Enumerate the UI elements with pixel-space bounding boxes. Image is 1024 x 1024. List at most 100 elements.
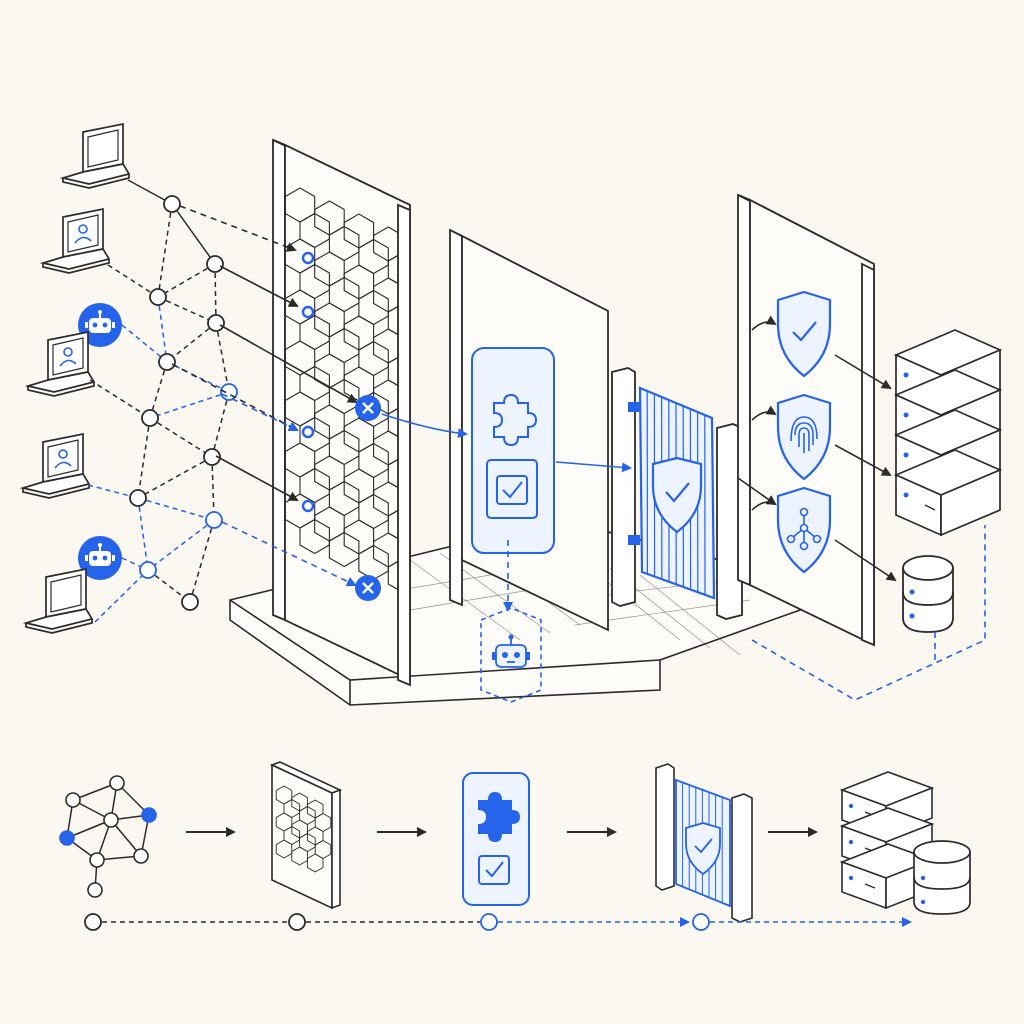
hexagon-cell [373,481,398,517]
mesh-edge [166,361,230,393]
source-link [121,324,168,363]
mesh-edge [215,322,230,393]
hexagon-wall-icon [269,761,343,910]
mesh-edge [211,391,230,458]
mesh-edge [214,263,217,324]
rejected-bot [480,607,542,703]
mesh-edge [189,519,215,603]
flow-arrow [221,393,299,432]
mesh-node [149,288,167,306]
mesh-node [206,255,224,273]
hexagon-cell [373,277,398,313]
mesh-edge [149,391,230,419]
entry-point [301,499,315,513]
hexagon-mesh [285,187,447,594]
mesh-node [163,195,181,213]
mesh-edge [171,203,216,265]
mesh-node [129,489,147,507]
hexagon-cell [387,557,398,594]
puzzle-icon [493,393,538,447]
pass-arrow [555,461,632,473]
mesh-node [207,314,225,332]
mesh-edge [157,203,173,298]
mesh-edge [157,263,216,298]
entry-point [301,305,315,319]
puzzle-check-icon [462,772,530,906]
source-link [94,569,149,623]
source-link [107,264,159,298]
shield-gate-icon [655,763,753,923]
flow-arrows [171,205,986,701]
flow-arrow [737,477,777,506]
flow-arrow [834,444,892,476]
mesh-edge [137,497,215,521]
robot-icon [492,634,530,668]
mesh-node [139,561,157,579]
gate-hinge [628,402,640,412]
server-database-icon [839,771,971,915]
mesh-node [158,353,176,371]
mesh-edge [157,296,168,363]
laptop-icon [59,122,131,189]
mesh-edge [149,417,213,458]
laptop-icon [22,567,94,634]
source-link [89,379,151,419]
flow-arrow [219,324,358,403]
mesh-edge [137,456,213,499]
flow-arrow [215,455,299,501]
robot-icon [78,303,122,347]
hexagon-cell [418,470,447,504]
source-devices [19,122,131,634]
mesh-node [205,511,223,529]
hexagon-cell [373,532,398,568]
shield-check-icon [776,290,832,378]
flow-arrow [221,521,357,587]
server-unit [893,449,1003,537]
timeline-node [288,913,306,931]
hexagon-cell [418,368,447,402]
mesh-nodes [129,195,238,611]
blocked-x-icon [355,575,381,601]
hexagon-cell [373,328,398,364]
laptop-user-icon [24,330,96,397]
mesh-node [181,593,199,611]
mesh-edge [137,497,149,571]
robot-icon [78,536,122,580]
hexagon-cell [418,317,447,351]
mesh-edge [149,361,168,419]
pass-arrow [381,413,468,439]
hexagon-cell [418,266,447,300]
feedback-path [751,525,986,701]
to-database [834,539,897,582]
mesh-edge [147,519,215,571]
flow-arrow [219,265,299,307]
network-graph-icon [59,775,157,898]
hexagon-cell [373,430,398,466]
gate-hinge [628,535,640,545]
source-link [121,557,149,571]
shield-check-icon [651,456,703,534]
timeline-node [692,913,710,931]
mesh-edge [137,417,151,499]
shield-fingerprint-icon [776,393,832,481]
entry-point [301,251,315,265]
flow-arrow [834,354,892,390]
flow-arrow [751,315,777,331]
flow-arrow [751,405,777,421]
mesh-node [203,448,221,466]
flow-arrow [179,205,297,252]
server-stack-icon [893,329,1003,537]
hexagon-cell [418,419,447,453]
timeline-node [480,913,498,931]
hex-firewall-wall [272,138,447,687]
mesh-node [141,409,159,427]
summary-row [59,761,971,931]
laptop-user-icon [19,432,91,499]
security-gate [611,367,743,620]
hexagon-cell [373,226,398,262]
mesh-edge [157,296,217,324]
challenge-card[interactable] [471,347,555,554]
timeline-node [84,913,102,931]
